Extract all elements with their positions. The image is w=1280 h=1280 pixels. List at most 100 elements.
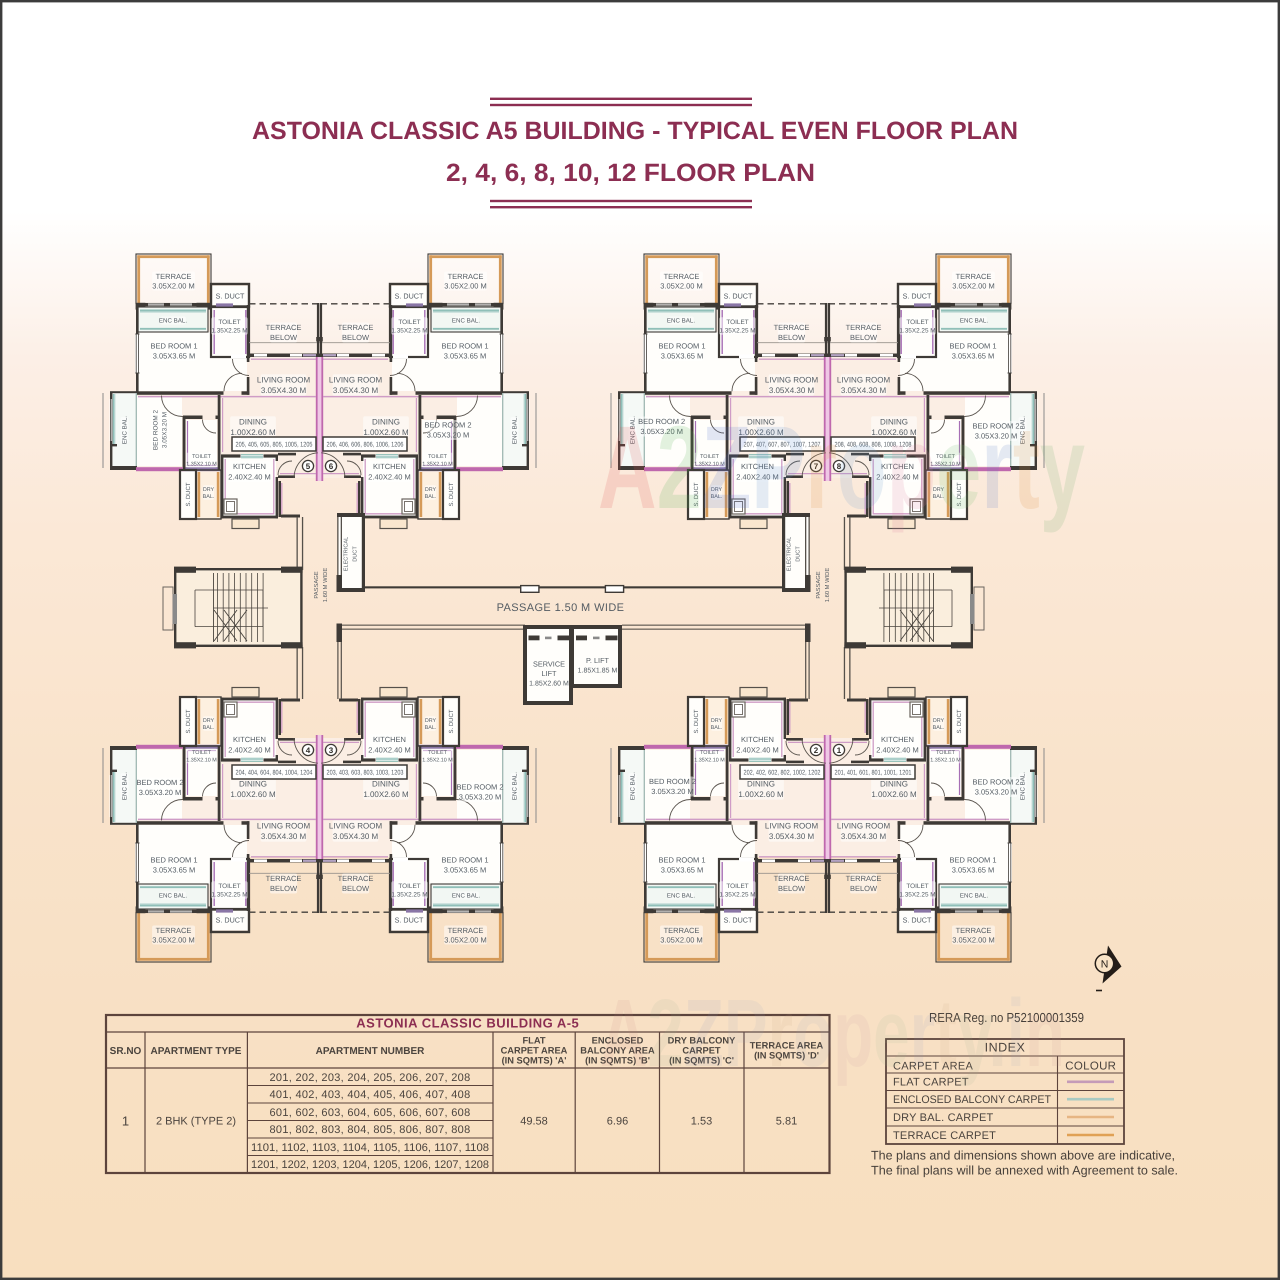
svg-text:3.05X4.30 M: 3.05X4.30 M <box>769 832 815 841</box>
svg-text:208, 408, 608, 808, 1008, 1208: 208, 408, 608, 808, 1008, 1208 <box>835 442 912 449</box>
svg-text:205, 405, 605, 805, 1005, 1205: 205, 405, 605, 805, 1005, 1205 <box>236 442 313 449</box>
svg-text:BAL.: BAL. <box>933 494 945 500</box>
svg-text:The final plans will be annexe: The final plans will be annexed with Agr… <box>871 1164 1178 1178</box>
svg-text:201, 401, 601, 801, 1001, 1201: 201, 401, 601, 801, 1001, 1201 <box>835 770 912 777</box>
svg-text:3.05X2.00 M: 3.05X2.00 M <box>444 935 487 944</box>
svg-text:APARTMENT NUMBER: APARTMENT NUMBER <box>316 1046 425 1057</box>
svg-text:LIVING ROOM: LIVING ROOM <box>765 375 819 384</box>
svg-text:1.00X2.60 M: 1.00X2.60 M <box>363 790 409 799</box>
svg-text:S. DUCT: S. DUCT <box>216 292 245 301</box>
svg-text:PASSAGE: PASSAGE <box>815 571 822 598</box>
svg-text:BED ROOM 1: BED ROOM 1 <box>150 856 197 865</box>
svg-text:1201, 1202, 1203, 1204, 1205,: 1201, 1202, 1203, 1204, 1205, 1206, 1207… <box>251 1159 489 1171</box>
svg-text:TERRACE: TERRACE <box>846 874 882 883</box>
svg-text:TERRACE: TERRACE <box>956 926 992 935</box>
svg-text:2.40X2.40 M: 2.40X2.40 M <box>736 472 779 481</box>
svg-text:S. DUCT: S. DUCT <box>448 482 455 506</box>
svg-text:203, 403, 603, 803, 1003, 1203: 203, 403, 603, 803, 1003, 1203 <box>327 770 404 777</box>
svg-text:S. DUCT: S. DUCT <box>903 916 932 925</box>
svg-text:ENC BAL.: ENC BAL. <box>159 318 187 325</box>
svg-text:TERRACE AREA: TERRACE AREA <box>750 1041 824 1051</box>
svg-text:1.00X2.60 M: 1.00X2.60 M <box>871 790 917 799</box>
svg-text:TERRACE: TERRACE <box>774 323 810 332</box>
svg-text:3.05X2.00 M: 3.05X2.00 M <box>152 281 195 290</box>
svg-text:DINING: DINING <box>372 417 400 426</box>
svg-text:BELOW: BELOW <box>270 333 298 342</box>
svg-text:3.05X3.65 M: 3.05X3.65 M <box>444 352 487 361</box>
svg-text:3.05X3.65 M: 3.05X3.65 M <box>952 866 995 875</box>
svg-text:4: 4 <box>306 746 311 755</box>
svg-text:3.05X2.00 M: 3.05X2.00 M <box>444 281 487 290</box>
svg-text:TERRACE: TERRACE <box>338 874 374 883</box>
svg-text:BAL.: BAL. <box>425 494 437 500</box>
svg-text:TOILET: TOILET <box>906 883 928 890</box>
svg-text:2.40X2.40 M: 2.40X2.40 M <box>736 745 779 754</box>
svg-text:LIVING ROOM: LIVING ROOM <box>837 375 891 384</box>
svg-text:BAL.: BAL. <box>711 725 723 731</box>
svg-text:CARPET: CARPET <box>682 1046 721 1056</box>
svg-text:1.35X2.25 M: 1.35X2.25 M <box>899 328 935 335</box>
svg-text:BED ROOM 1: BED ROOM 1 <box>441 342 488 351</box>
svg-text:COLOUR: COLOUR <box>1065 1061 1116 1073</box>
svg-text:ENC BAL.: ENC BAL. <box>630 772 637 800</box>
svg-text:1.35X2.25 M: 1.35X2.25 M <box>391 892 427 899</box>
svg-text:DRY BALCONY: DRY BALCONY <box>668 1036 736 1046</box>
svg-text:204, 404, 604, 804, 1004, 1204: 204, 404, 604, 804, 1004, 1204 <box>236 770 313 777</box>
svg-text:BED ROOM 1: BED ROOM 1 <box>949 342 996 351</box>
svg-text:TOILET: TOILET <box>192 454 211 460</box>
svg-text:1.35X2.10 M: 1.35X2.10 M <box>930 758 961 764</box>
svg-text:DRY: DRY <box>425 487 437 493</box>
svg-text:TERRACE: TERRACE <box>774 874 810 883</box>
svg-text:BELOW: BELOW <box>850 333 878 342</box>
svg-text:2 BHK (TYPE 2): 2 BHK (TYPE 2) <box>156 1116 236 1128</box>
svg-text:ENC BAL.: ENC BAL. <box>122 416 129 444</box>
svg-text:1.35X2.25 M: 1.35X2.25 M <box>211 328 247 335</box>
svg-text:DUCT: DUCT <box>353 546 359 562</box>
svg-text:2.40X2.40 M: 2.40X2.40 M <box>228 472 271 481</box>
svg-text:(IN SQMTS) 'D': (IN SQMTS) 'D' <box>754 1051 819 1061</box>
svg-text:1.35X2.25 M: 1.35X2.25 M <box>391 328 427 335</box>
svg-text:BED ROOM 2: BED ROOM 2 <box>972 422 1019 431</box>
svg-text:DRY: DRY <box>933 487 945 493</box>
svg-text:1.60 M WIDE: 1.60 M WIDE <box>824 568 831 603</box>
svg-text:3.05X2.00 M: 3.05X2.00 M <box>152 935 195 944</box>
svg-text:ELECTRICAL: ELECTRICAL <box>787 537 793 572</box>
svg-text:1.35X2.10 M: 1.35X2.10 M <box>186 462 217 468</box>
svg-text:1.00X2.60 M: 1.00X2.60 M <box>738 790 784 799</box>
svg-text:KITCHEN: KITCHEN <box>373 735 406 744</box>
svg-text:1101, 1102, 1103, 1104, 1105,: 1101, 1102, 1103, 1104, 1105, 1106, 1107… <box>251 1142 489 1154</box>
svg-text:DINING: DINING <box>747 779 775 788</box>
svg-text:BELOW: BELOW <box>342 333 370 342</box>
svg-text:DINING: DINING <box>372 779 400 788</box>
svg-text:FLAT CARPET: FLAT CARPET <box>893 1077 969 1089</box>
svg-text:DINING: DINING <box>747 417 775 426</box>
svg-text:DRY: DRY <box>711 487 723 493</box>
svg-text:TERRACE: TERRACE <box>846 323 882 332</box>
svg-text:LIVING ROOM: LIVING ROOM <box>765 821 819 830</box>
svg-text:ENC BAL.: ENC BAL. <box>960 318 988 325</box>
svg-text:3.05X3.20 M: 3.05X3.20 M <box>427 431 470 440</box>
svg-text:(IN SQMTS) 'B': (IN SQMTS) 'B' <box>585 1056 650 1066</box>
svg-text:FLAT: FLAT <box>522 1036 545 1046</box>
svg-text:BAL.: BAL. <box>425 725 437 731</box>
svg-text:KITCHEN: KITCHEN <box>233 735 266 744</box>
svg-text:TERRACE: TERRACE <box>156 926 192 935</box>
svg-text:S. DUCT: S. DUCT <box>395 916 424 925</box>
svg-text:206, 406, 606, 806, 1006, 1206: 206, 406, 606, 806, 1006, 1206 <box>327 442 404 449</box>
svg-text:3.05X3.20 M: 3.05X3.20 M <box>975 788 1018 797</box>
svg-text:TERRACE: TERRACE <box>448 272 484 281</box>
svg-text:ENC BAL.: ENC BAL. <box>1020 772 1027 800</box>
svg-text:1.35X2.10 M: 1.35X2.10 M <box>930 462 961 468</box>
svg-text:1.85X2.60 M: 1.85X2.60 M <box>529 681 569 688</box>
svg-text:401, 402, 403, 404, 405, 406,: 401, 402, 403, 404, 405, 406, 407, 408 <box>269 1089 470 1101</box>
svg-text:KITCHEN: KITCHEN <box>373 462 406 471</box>
svg-text:BAL.: BAL. <box>203 494 215 500</box>
svg-text:LIVING ROOM: LIVING ROOM <box>837 821 891 830</box>
svg-text:BED ROOM 1: BED ROOM 1 <box>949 856 996 865</box>
svg-text:P. LIFT: P. LIFT <box>586 656 610 665</box>
svg-text:3.05X2.00 M: 3.05X2.00 M <box>952 935 995 944</box>
svg-text:S. DUCT: S. DUCT <box>724 292 753 301</box>
svg-text:3.05X4.30 M: 3.05X4.30 M <box>841 386 887 395</box>
svg-text:6.96: 6.96 <box>607 1116 628 1128</box>
svg-text:ENC BAL.: ENC BAL. <box>122 772 129 800</box>
